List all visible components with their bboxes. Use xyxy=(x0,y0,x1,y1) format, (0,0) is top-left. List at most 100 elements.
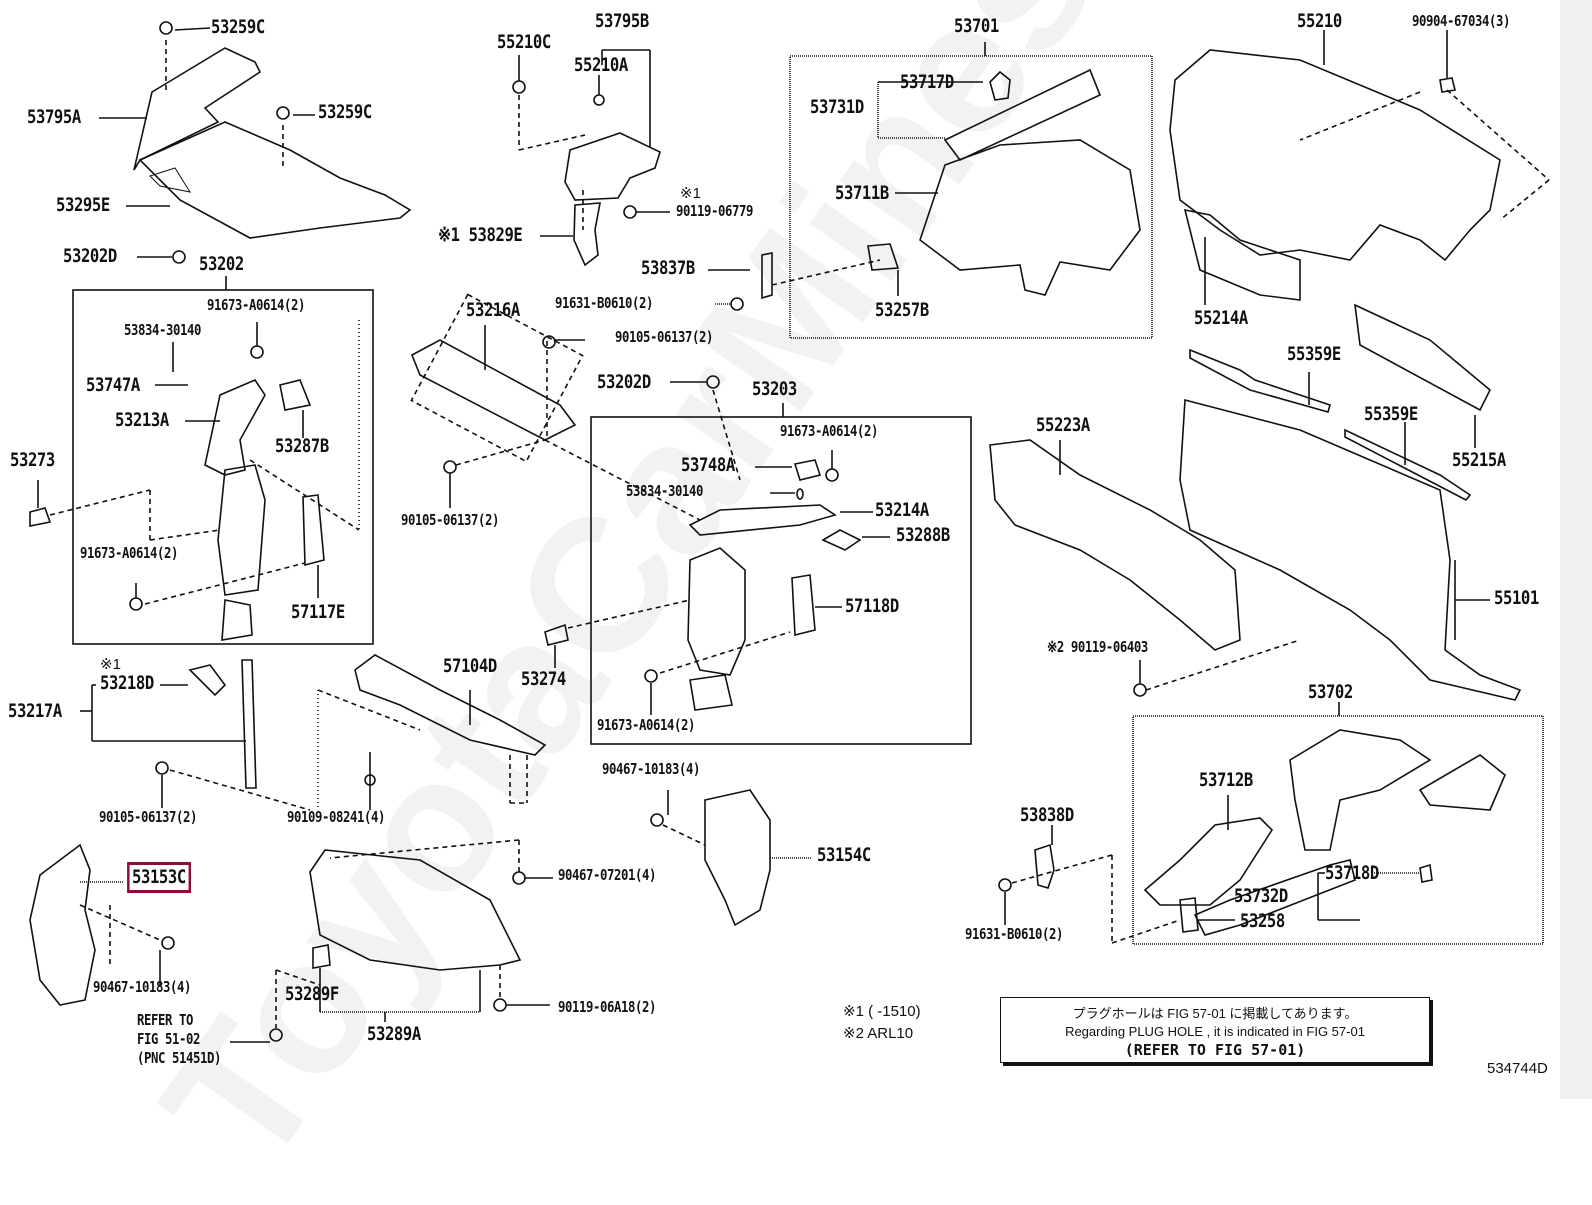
part-label[interactable]: 53214A xyxy=(875,499,929,521)
part-label[interactable]: 53795B xyxy=(595,10,649,32)
part-label[interactable]: 53203 xyxy=(752,378,797,400)
part-53274-shape xyxy=(544,623,569,646)
part-label[interactable]: 57118D xyxy=(845,595,899,617)
part-label[interactable]: 90467-10183(4) xyxy=(602,760,700,778)
reference-pnc: (PNC 51451D) xyxy=(137,1049,221,1067)
part-53214A-shape xyxy=(688,504,837,536)
part-label[interactable]: 53711B xyxy=(835,182,889,204)
part-53289F-shape xyxy=(312,944,331,969)
part-label[interactable]: 53274 xyxy=(521,668,566,690)
part-label[interactable]: 90109-08241(4) xyxy=(287,808,385,826)
part-53711B-shape xyxy=(919,139,1141,296)
part-label[interactable]: ※1 53829E xyxy=(438,224,523,246)
part-label[interactable]: 90467-07201(4) xyxy=(558,866,656,884)
part-label[interactable]: 53258 xyxy=(1240,910,1285,932)
part-label[interactable]: 90119-06779 xyxy=(676,202,753,220)
part-label[interactable]: 55101 xyxy=(1494,587,1539,609)
part-label[interactable]: 53834-30140 xyxy=(626,482,703,500)
part-label[interactable]: 55359E xyxy=(1287,343,1341,365)
part-label[interactable]: 53273 xyxy=(10,449,55,471)
part-label[interactable]: 55215A xyxy=(1452,449,1506,471)
part-label[interactable]: 90904-67034(3) xyxy=(1412,12,1510,30)
part-53258-shape xyxy=(1179,897,1199,933)
part-label[interactable]: 55223A xyxy=(1036,414,1090,436)
part-label[interactable]: 91673-A0614(2) xyxy=(207,296,305,314)
part-label[interactable]: 55214A xyxy=(1194,307,1248,329)
part-53295E-shape xyxy=(138,121,412,239)
part-53732D-shape xyxy=(1193,859,1356,936)
part-53288B-shape xyxy=(821,529,862,551)
part-label[interactable]: 53218D xyxy=(100,672,154,694)
part-label[interactable]: 53795A xyxy=(27,106,81,128)
part-label[interactable]: 91673-A0614(2) xyxy=(780,422,878,440)
part-53731D-shape xyxy=(943,68,1102,161)
footnote-2: ※2 ARL10 xyxy=(843,1025,914,1042)
footnote-marker: ※1 xyxy=(100,656,121,673)
plug-hole-info-box: プラグホールは FIG 57-01 に掲載してあります。 Regarding P… xyxy=(1000,997,1430,1063)
part-label[interactable]: 55359E xyxy=(1364,403,1418,425)
part-label[interactable]: 53702 xyxy=(1308,681,1353,703)
group-box-53702 xyxy=(1132,715,1544,945)
part-label[interactable]: 53216A xyxy=(466,299,520,321)
part-label-highlighted[interactable]: 53153C xyxy=(127,862,191,893)
part-label[interactable]: ※2 90119-06403 xyxy=(1047,638,1148,656)
part-53218D-shape xyxy=(188,664,227,697)
part-label[interactable]: 91631-B0610(2) xyxy=(555,294,653,312)
part-label[interactable]: 53289A xyxy=(367,1023,421,1045)
part-53154C-shape xyxy=(704,789,771,927)
part-label[interactable]: 53731D xyxy=(810,96,864,118)
part-label[interactable]: 53838D xyxy=(1020,804,1074,826)
part-label[interactable]: 53202D xyxy=(63,245,117,267)
part-label[interactable]: 53154C xyxy=(817,844,871,866)
part-label[interactable]: 53712B xyxy=(1199,769,1253,791)
part-55214A-shape xyxy=(1183,208,1301,301)
footnote-marker: ※1 xyxy=(680,185,701,202)
part-label[interactable]: 53295E xyxy=(56,194,110,216)
part-label[interactable]: 53837B xyxy=(641,257,695,279)
part-label[interactable]: 90467-10183(4) xyxy=(93,978,191,996)
part-label[interactable]: 55210C xyxy=(497,31,551,53)
part-57104D-shape xyxy=(354,654,547,756)
part-53273-shape xyxy=(29,507,52,527)
part-label[interactable]: 53259C xyxy=(318,101,372,123)
part-label[interactable]: 53202 xyxy=(199,253,244,275)
part-53153C-shape xyxy=(29,843,96,1006)
part-label[interactable]: 57117E xyxy=(291,601,345,623)
part-label[interactable]: 55210A xyxy=(574,54,628,76)
part-53837B-shape xyxy=(761,252,773,300)
part-label[interactable]: 90119-06A18(2) xyxy=(558,998,656,1016)
part-label[interactable]: 91673-A0614(2) xyxy=(80,544,178,562)
part-57118D-shape xyxy=(791,574,816,637)
part-label[interactable]: 90105-06137(2) xyxy=(615,328,713,346)
part-label[interactable]: 53213A xyxy=(115,409,169,431)
part-label[interactable]: 57104D xyxy=(443,655,497,677)
part-label[interactable]: 91673-A0614(2) xyxy=(597,716,695,734)
part-label[interactable]: 53701 xyxy=(954,15,999,37)
part-55215A-shape xyxy=(1354,303,1491,412)
part-label[interactable]: 53718D xyxy=(1325,862,1379,884)
part-label[interactable]: 53747A xyxy=(86,374,140,396)
part-53257B-shape xyxy=(867,243,900,271)
part-label[interactable]: 55210 xyxy=(1297,10,1342,32)
group-box-53701 xyxy=(789,55,1153,339)
part-label[interactable]: 53259C xyxy=(211,16,265,38)
part-label[interactable]: 91631-B0610(2) xyxy=(965,925,1063,943)
reference-link[interactable]: FIG 51-02 xyxy=(137,1030,200,1048)
part-label[interactable]: 53217A xyxy=(8,700,62,722)
part-label[interactable]: 53732D xyxy=(1234,885,1288,907)
part-label[interactable]: 53834-30140 xyxy=(124,321,201,339)
part-label[interactable]: 53257B xyxy=(875,299,929,321)
part-label[interactable]: 53748A xyxy=(681,454,735,476)
part-53829E-shape xyxy=(573,202,601,267)
part-label[interactable]: 53288B xyxy=(896,524,950,546)
part-label[interactable]: 53717D xyxy=(900,71,954,93)
part-label[interactable]: 90105-06137(2) xyxy=(99,808,197,826)
part-53213A-shape xyxy=(204,379,266,476)
diagram-drawing xyxy=(29,21,1550,1043)
part-label[interactable]: 53202D xyxy=(597,371,651,393)
right-margin-strip xyxy=(1560,0,1592,1099)
part-label[interactable]: 90105-06137(2) xyxy=(401,511,499,529)
part-label[interactable]: 53287B xyxy=(275,435,329,457)
info-line-reference[interactable]: (REFER TO FIG 57-01) xyxy=(1124,1041,1306,1059)
part-label[interactable]: 53289F xyxy=(285,983,339,1005)
